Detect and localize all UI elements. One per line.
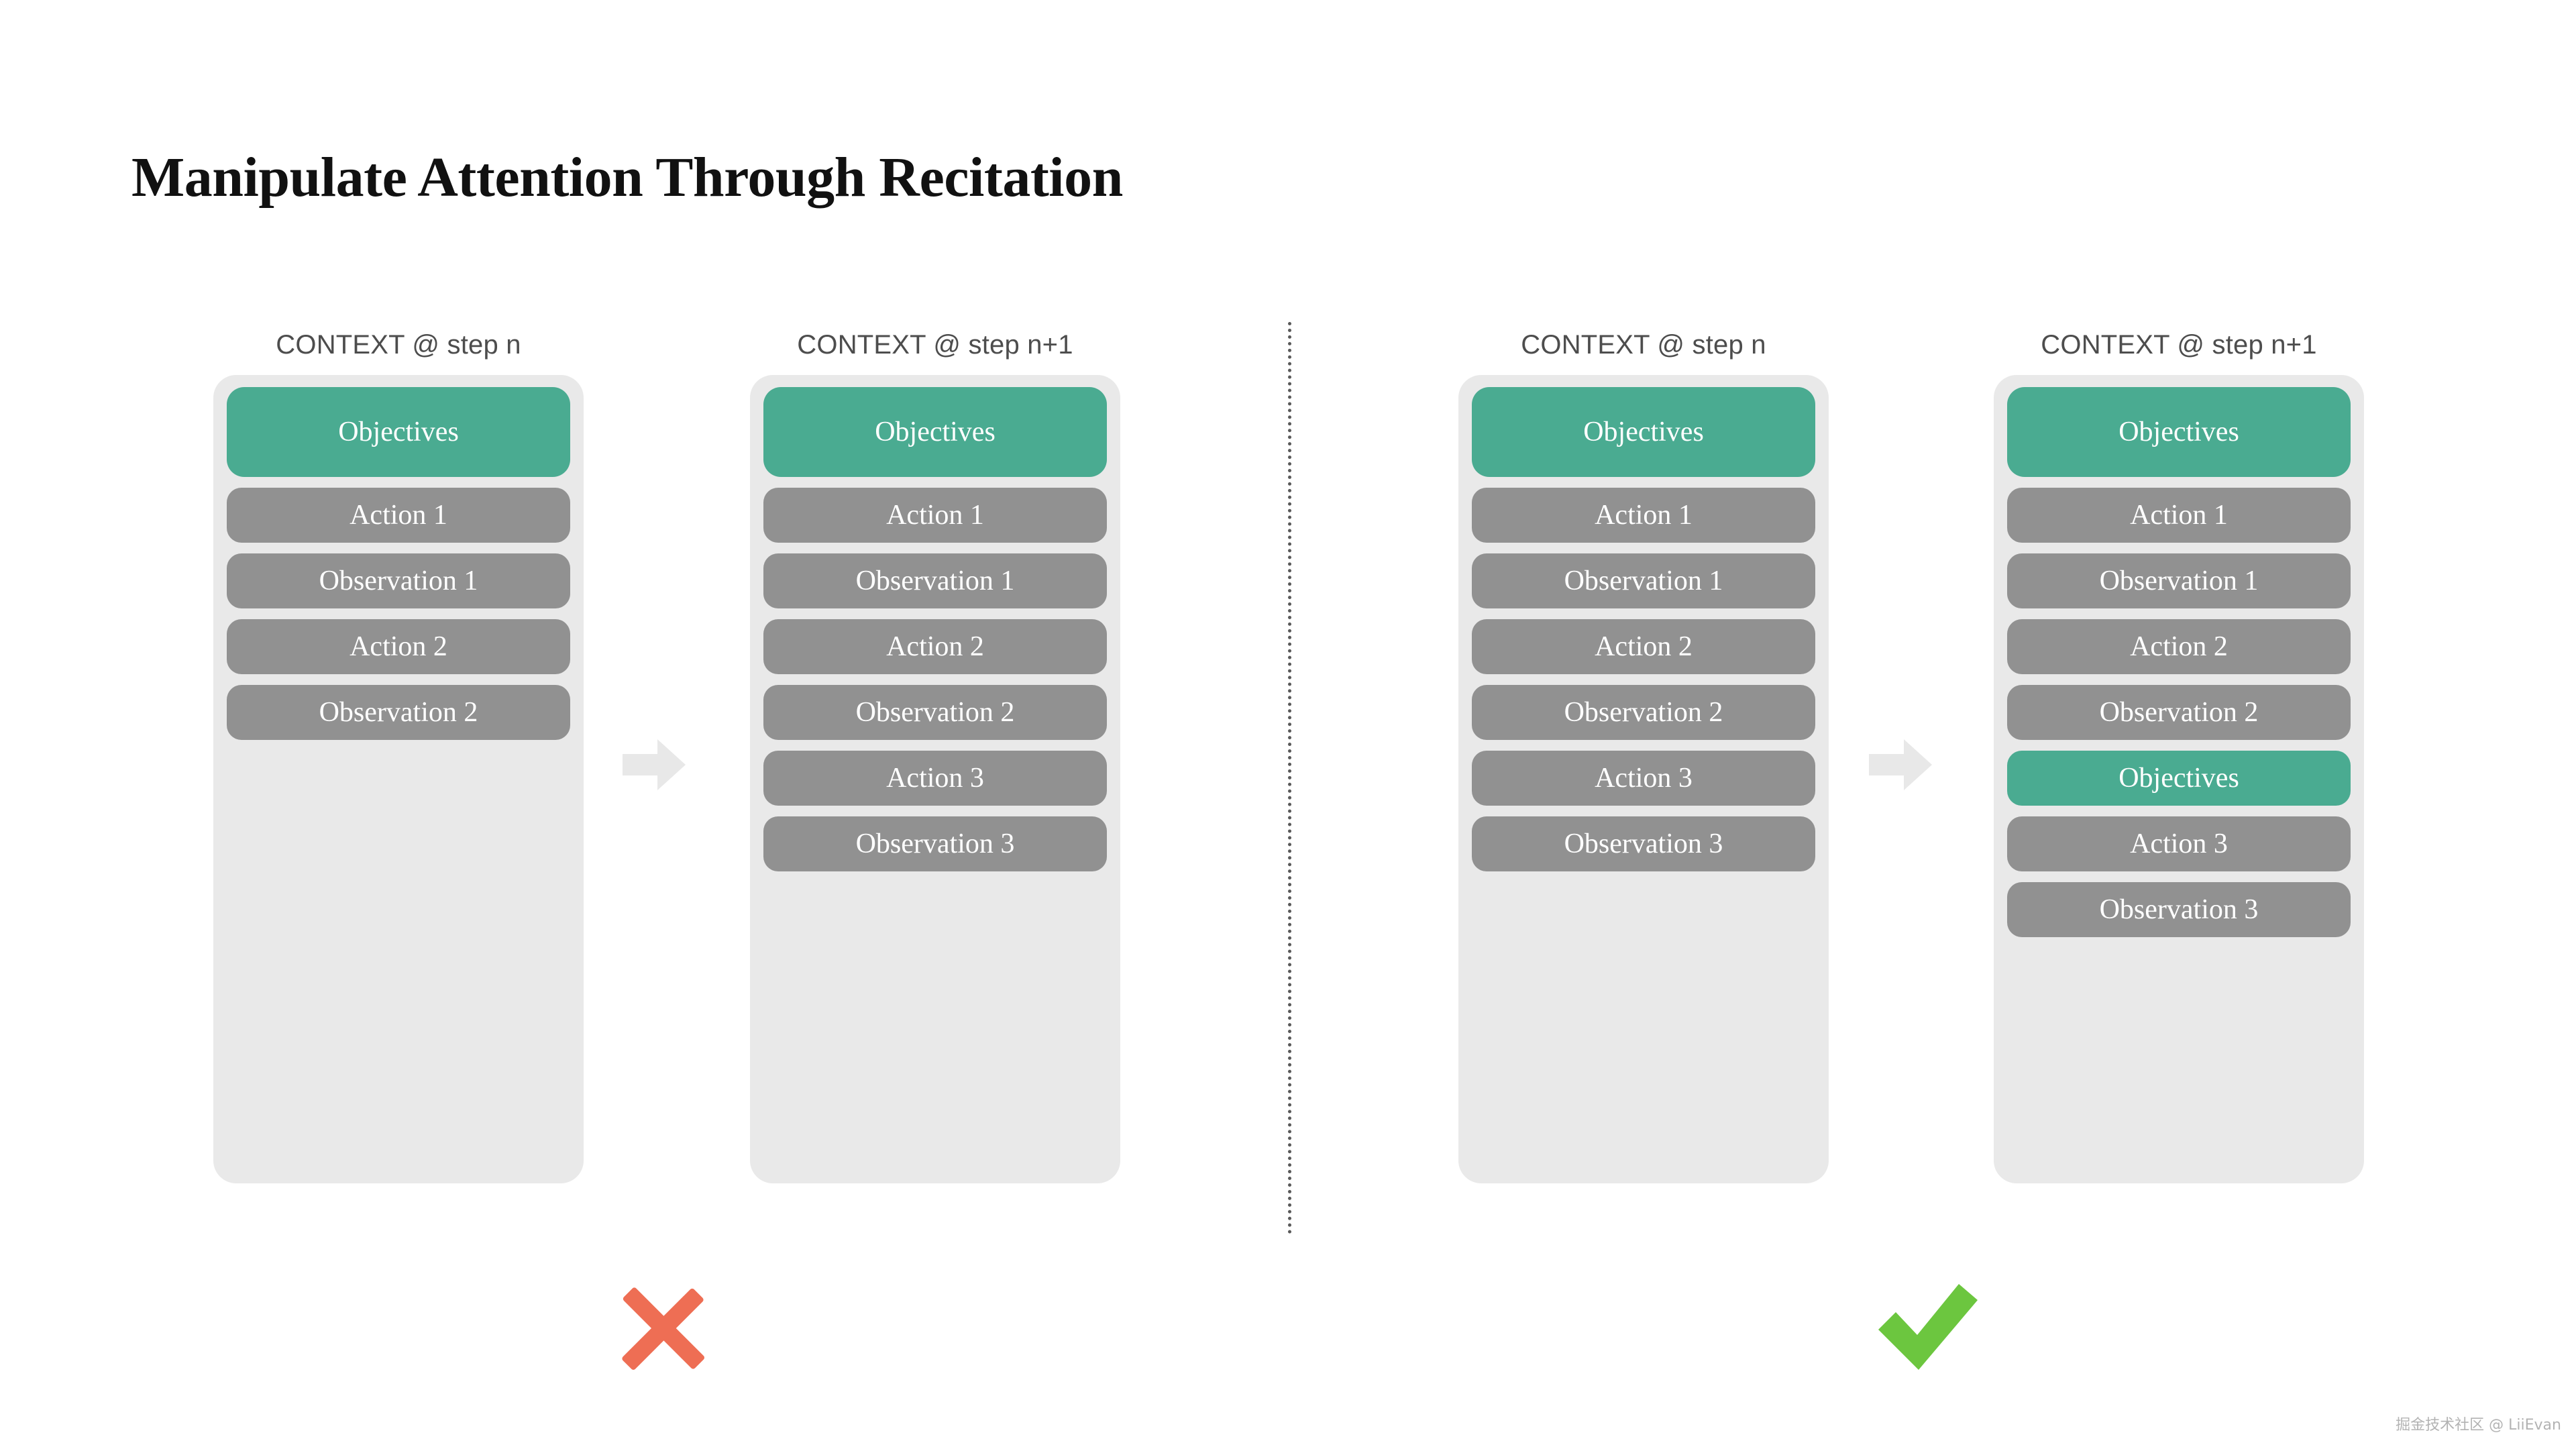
context-row: Action 3 — [763, 751, 1107, 806]
column-header: CONTEXT @ step n — [1521, 330, 1766, 360]
page-title: Manipulate Attention Through Recitation — [131, 146, 1123, 209]
context-row: Action 1 — [227, 488, 570, 543]
check-mark-icon — [1870, 1275, 1982, 1375]
context-row: Action 3 — [1472, 751, 1815, 806]
context-row: Action 2 — [763, 619, 1107, 674]
right-arrow-icon — [1869, 737, 1932, 793]
context-row: Observation 2 — [2007, 685, 2351, 740]
context-row: Observation 1 — [763, 553, 1107, 608]
context-row: Objectives — [2007, 751, 2351, 806]
context-row: Action 2 — [2007, 619, 2351, 674]
column-header: CONTEXT @ step n+1 — [797, 330, 1073, 360]
context-row: Objectives — [1472, 387, 1815, 477]
context-row: Observation 2 — [1472, 685, 1815, 740]
context-row: Observation 3 — [763, 816, 1107, 871]
context-row: Action 3 — [2007, 816, 2351, 871]
context-row: Observation 2 — [227, 685, 570, 740]
watermark: 掘金技术社区 @ LiiEvan — [2396, 1417, 2561, 1434]
context-row: Observation 1 — [227, 553, 570, 608]
context-row: Action 1 — [2007, 488, 2351, 543]
column-header: CONTEXT @ step n — [276, 330, 521, 360]
context-row: Observation 3 — [1472, 816, 1815, 871]
context-row: Action 1 — [1472, 488, 1815, 543]
context-row: Action 2 — [1472, 619, 1815, 674]
cross-mark-icon — [609, 1275, 716, 1382]
context-row: Objectives — [2007, 387, 2351, 477]
context-row: Observation 3 — [2007, 882, 2351, 937]
column-header: CONTEXT @ step n+1 — [2041, 330, 2317, 360]
context-row: Observation 1 — [1472, 553, 1815, 608]
context-row: Action 2 — [227, 619, 570, 674]
vertical-dotted-divider — [1288, 322, 1291, 1234]
context-row: Objectives — [763, 387, 1107, 477]
context-row: Objectives — [227, 387, 570, 477]
context-row: Observation 2 — [763, 685, 1107, 740]
context-row: Observation 1 — [2007, 553, 2351, 608]
context-row: Action 1 — [763, 488, 1107, 543]
right-arrow-icon — [623, 737, 686, 793]
